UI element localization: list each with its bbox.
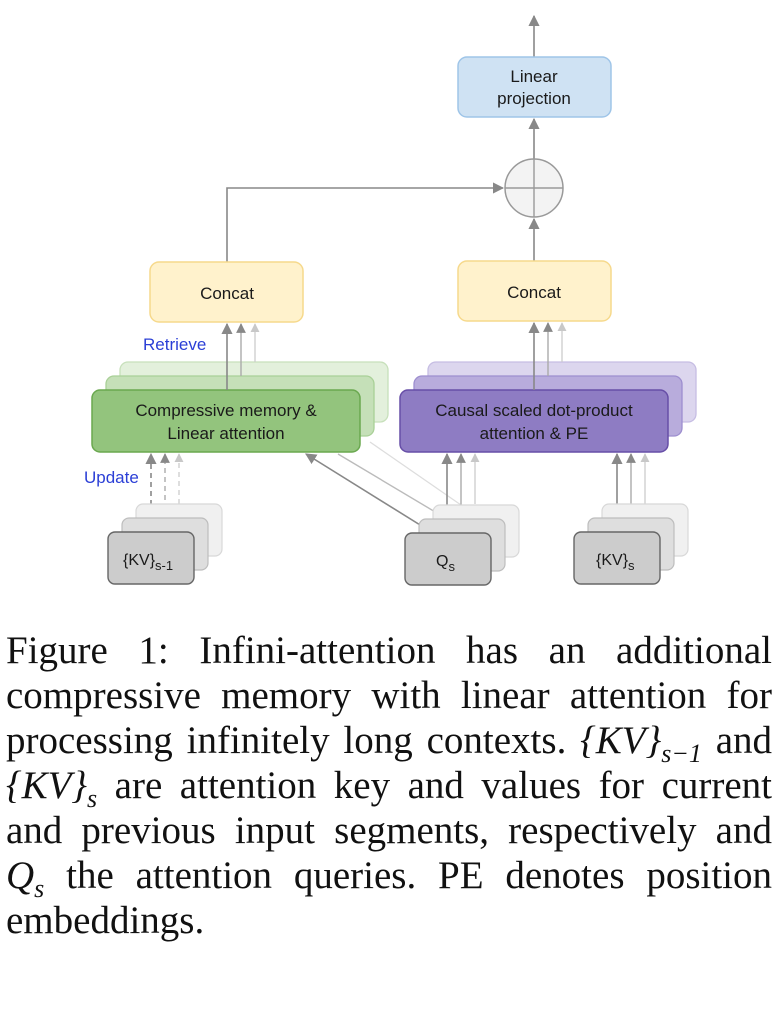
caption-prefix: Figure 1: Infini-attention has an additi… bbox=[6, 629, 772, 762]
caption-kv-curr-sub: s bbox=[87, 783, 98, 813]
kv-prev-input bbox=[107, 531, 195, 585]
caption-kv-prev: {KV} bbox=[580, 719, 662, 762]
query-input bbox=[404, 532, 492, 586]
memory-block-label-1: Compressive memory & bbox=[135, 401, 317, 420]
figure-caption: Figure 1: Infini-attention has an additi… bbox=[6, 628, 772, 943]
concat-right-label: Concat bbox=[507, 283, 561, 302]
memory-block-label-2: Linear attention bbox=[167, 424, 284, 443]
update-label: Update bbox=[84, 468, 139, 487]
infini-attention-diagram: Linear projection Concat Concat Compress… bbox=[84, 14, 697, 586]
concat-left-box bbox=[149, 261, 304, 323]
caption-and: and bbox=[715, 719, 773, 762]
query-to-memory-arrow-2 bbox=[337, 453, 448, 520]
caption-middle: are attention key and values for current… bbox=[6, 764, 772, 852]
concat-right-box bbox=[457, 260, 612, 322]
linear-projection-label-1: Linear bbox=[510, 67, 558, 86]
query-to-memory-arrow-1 bbox=[305, 453, 434, 534]
caption-kv-prev-sub: s−1 bbox=[661, 738, 702, 768]
memory-block bbox=[91, 389, 361, 453]
attention-block-label-1: Causal scaled dot-product bbox=[435, 401, 633, 420]
attention-block-label-2: attention & PE bbox=[480, 424, 589, 443]
kv-prev-label: {KV}s-1 bbox=[123, 552, 173, 573]
diagram-canvas: Linear projection Concat Concat Compress… bbox=[84, 14, 697, 586]
caption-kv-curr: {KV} bbox=[6, 764, 88, 807]
linear-projection-box bbox=[457, 56, 612, 118]
retrieve-label: Retrieve bbox=[143, 335, 206, 354]
memory-concat-to-sum-arrow bbox=[226, 182, 505, 262]
query-to-memory-arrow-3 bbox=[369, 441, 462, 506]
query-label: Qs bbox=[436, 553, 455, 574]
concat-left-label: Concat bbox=[200, 284, 254, 303]
kv-current-label: {KV}s bbox=[596, 552, 635, 573]
caption-q-sub: s bbox=[34, 873, 45, 903]
caption-q: Q bbox=[6, 854, 35, 897]
kv-current-input bbox=[573, 531, 661, 585]
linear-projection-label-2: projection bbox=[497, 89, 571, 108]
caption-suffix: the attention queries. PE denotes positi… bbox=[6, 854, 773, 942]
